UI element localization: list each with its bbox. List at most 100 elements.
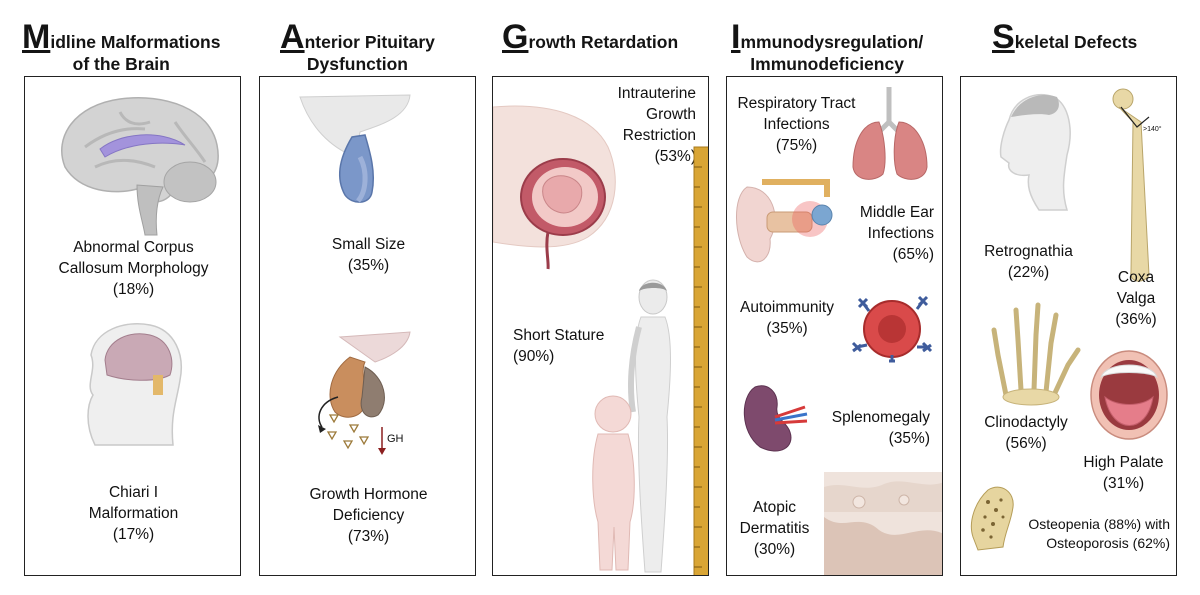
header-initial: A	[280, 18, 305, 56]
label-line: (18%)	[112, 281, 155, 298]
label-line: Infections	[867, 225, 934, 242]
label-line: Clinodactyly	[984, 414, 1068, 431]
label-line: (53%)	[654, 148, 696, 165]
header-immuno: Immunodysregulation/ Immunodeficiency	[731, 20, 924, 75]
header-initial: S	[992, 18, 1015, 56]
brain-sagittal-illustration	[61, 97, 219, 236]
high-palate-label: High Palate (31%)	[1071, 452, 1176, 494]
hand-skeleton-illustration	[991, 302, 1081, 406]
label-line: Chiari I	[108, 484, 159, 501]
label-line: Abnormal Corpus	[73, 239, 194, 256]
label-line: Short Stature	[513, 327, 605, 344]
label-line: (35%)	[888, 430, 930, 447]
header-line1: idline Malformations	[50, 32, 221, 52]
face-profile-illustration	[999, 94, 1071, 211]
label-line: (30%)	[753, 541, 796, 558]
osteopenia-bone-illustration	[970, 486, 1014, 551]
header-initial: M	[22, 18, 51, 56]
splenomegaly-label: Splenomegaly (35%)	[832, 407, 930, 449]
small-size-label: Small Size (35%)	[260, 234, 475, 276]
chiari-label: Chiari I Malformation (17%)	[25, 482, 240, 545]
header-skeletal: Skeletal Defects	[992, 20, 1138, 54]
ghd-label: Growth Hormone Deficiency (73%)	[260, 484, 475, 547]
header-line1: nterior Pituitary	[304, 32, 435, 52]
respiratory-label: Respiratory Tract Infections (75%)	[729, 93, 864, 156]
label-line: Infections	[763, 116, 830, 133]
label-line: (17%)	[112, 526, 155, 543]
header-growth: Growth Retardation	[502, 20, 679, 54]
label-line: Middle Ear	[859, 204, 934, 221]
child-silhouette-illustration	[592, 395, 635, 571]
short-stature-label: Short Stature (90%)	[513, 325, 604, 367]
coxa-valga-label: Coxa Valga (36%)	[1096, 267, 1176, 330]
spleen-illustration	[743, 385, 808, 452]
middle-ear-label: Middle Ear Infections (65%)	[860, 202, 934, 265]
label-line: Valga	[1116, 290, 1156, 307]
label-line: Respiratory Tract	[737, 95, 856, 112]
height-ruler	[693, 146, 708, 575]
gh-label: GH	[387, 433, 404, 445]
panel-skeletal: Retrognathia (22%) >140° Coxa Valga (36%…	[960, 76, 1177, 576]
autoimmunity-label: Autoimmunity (35%)	[732, 297, 842, 339]
panel-pituitary: Small Size (35%) GH Growth Hormone Defic…	[259, 76, 476, 576]
label-line: (31%)	[1102, 475, 1145, 492]
label-line: (56%)	[1005, 435, 1047, 452]
small-pituitary-illustration	[299, 94, 411, 203]
label-line: Growth	[646, 106, 696, 123]
header-line2: Dysfunction	[306, 54, 408, 74]
label-line: (65%)	[892, 246, 934, 263]
label-line: (90%)	[513, 348, 555, 365]
growth-hormone-pituitary-illustration	[318, 331, 411, 455]
header-midline: Midline Malformations of the Brain	[22, 20, 221, 75]
high-palate-mouth-illustration	[1090, 350, 1168, 440]
lungs-illustration	[852, 87, 928, 180]
femur-angle-label: >140°	[1143, 126, 1162, 133]
label-line: (75%)	[775, 137, 818, 154]
pregnancy-fetus-illustration	[493, 105, 616, 270]
label-line: Small Size	[331, 236, 406, 253]
header-line1: rowth Retardation	[528, 32, 679, 52]
label-line: Coxa	[1117, 269, 1155, 286]
label-line: Growth Hormone	[309, 486, 428, 503]
osteopenia-label: Osteopenia (88%) with Osteoporosis (62%)	[1028, 515, 1170, 553]
header-initial: I	[731, 18, 741, 56]
header-line2: Immunodeficiency	[750, 54, 904, 74]
label-line: Autoimmunity	[740, 299, 834, 316]
label-line: Deficiency	[332, 507, 405, 524]
corpus-callosum-label: Abnormal Corpus Callosum Morphology (18%…	[25, 237, 240, 300]
iugr-label: Intrauterine Growth Restriction (53%)	[618, 83, 696, 167]
label-line: Osteopenia (88%) with	[1028, 516, 1170, 532]
header-line1: mmunodysregulation/	[740, 32, 924, 52]
header-pituitary: Anterior Pituitary Dysfunction	[280, 20, 435, 75]
adult-silhouette-illustration	[628, 279, 671, 573]
label-line: Splenomegaly	[831, 409, 930, 426]
label-line: (35%)	[766, 320, 808, 337]
header-line2: of the Brain	[72, 54, 170, 74]
label-line: Intrauterine	[617, 85, 696, 102]
retrognathia-label: Retrognathia (22%)	[961, 241, 1096, 283]
skin-layers-illustration	[824, 472, 942, 575]
head-profile-brain-illustration	[87, 323, 182, 446]
label-line: Atopic	[752, 499, 797, 516]
header-initial: G	[502, 18, 529, 56]
label-line: (73%)	[347, 528, 390, 545]
label-line: Osteoporosis (62%)	[1046, 535, 1170, 551]
label-line: High Palate	[1083, 454, 1164, 471]
antibody-cell-illustration	[851, 295, 933, 363]
clinodactyly-label: Clinodactyly (56%)	[961, 412, 1091, 454]
label-line: Retrognathia	[984, 243, 1073, 260]
header-line1: keletal Defects	[1014, 32, 1138, 52]
label-line: Restriction	[622, 127, 696, 144]
panel-midline: Abnormal Corpus Callosum Morphology (18%…	[24, 76, 241, 576]
ear-illustration	[736, 179, 833, 263]
panel-growth: Intrauterine Growth Restriction (53%) Sh…	[492, 76, 709, 576]
label-line: (35%)	[347, 257, 390, 274]
femur-illustration	[1112, 88, 1150, 282]
label-line: (22%)	[1007, 264, 1050, 281]
panel-immuno: Respiratory Tract Infections (75%) Middl…	[726, 76, 943, 576]
label-line: Malformation	[88, 505, 179, 522]
label-line: Dermatitis	[739, 520, 810, 537]
label-line: (36%)	[1115, 311, 1157, 328]
atopic-dermatitis-label: Atopic Dermatitis (30%)	[727, 497, 822, 560]
label-line: Callosum Morphology	[58, 260, 209, 277]
